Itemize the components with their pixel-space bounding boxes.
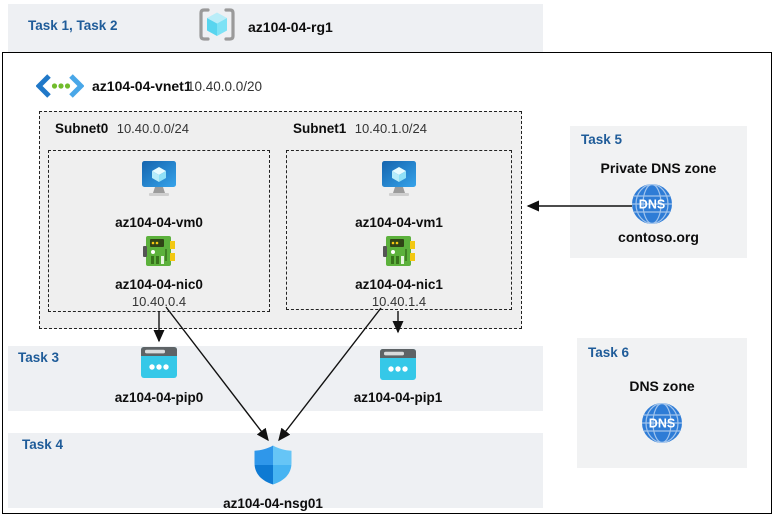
dns-zone-title: DNS zone [629,378,695,394]
pip1-icon [380,349,416,385]
nic1-icon [383,235,415,272]
private-dns-zone-title: Private DNS zone [600,160,717,176]
pip0-icon [141,347,177,383]
subnets-container: Subnet0 10.40.0.0/24 [39,111,522,329]
pip0-name: az104-04-pip0 [114,390,204,405]
svg-text:DNS: DNS [639,198,665,212]
svg-text:DNS: DNS [649,417,675,431]
task6-label: Task 6 [588,345,630,360]
vm0-name: az104-04-vm0 [115,215,203,230]
pip1-group: az104-04-pip1 [338,349,458,405]
nic0-ip: 10.40.0.4 [131,294,187,309]
private-dns-zone-icon: DNS [631,183,673,230]
nsg-icon [252,445,294,490]
task3-band: Task 3 [8,346,543,411]
vnet-name: az104-04-vnet1 [92,78,192,94]
subnet0-box: az104-04-vm0 [48,150,270,312]
task6-panel: Task 6 DNS zone DNS [577,338,747,468]
nic0-name: az104-04-nic0 [115,277,203,292]
resource-group-icon [198,8,236,46]
resource-group-name: az104-04-rg1 [248,19,333,35]
vm1-name: az104-04-vm1 [355,215,443,230]
pip1-name: az104-04-pip1 [353,390,443,405]
nsg-group: az104-04-nsg01 [213,445,333,511]
subnet1-cidr: 10.40.1.0/24 [354,121,428,136]
vm0-icon [141,161,177,207]
task5-panel: Task 5 Private DNS zone DNS contoso.org [570,126,747,258]
vnet-cidr: 10.40.0.0/20 [187,79,263,94]
subnet1-box: az104-04-vm1 [286,150,512,310]
nic1-ip: 10.40.1.4 [371,294,427,309]
task4-label: Task 4 [22,437,64,452]
pip0-group: az104-04-pip0 [99,347,219,405]
subnet1-title: Subnet1 10.40.1.0/24 [293,120,427,138]
private-dns-zone-name: contoso.org [618,229,699,245]
nic0-icon [143,235,175,272]
subnet0-title: Subnet0 10.40.0.0/24 [55,120,189,138]
subnet0-name: Subnet0 [55,121,109,136]
vm1-icon [381,161,417,207]
vnet-icon [35,74,85,103]
diagram-outer-frame [2,52,772,514]
dns-zone-icon: DNS [641,402,683,449]
nic1-name: az104-04-nic1 [355,277,443,292]
task3-label: Task 3 [18,350,60,365]
subnet1-name: Subnet1 [293,121,347,136]
task1-2-band: Task 1, Task 2 az104-04-rg1 [8,4,543,52]
task1-2-label: Task 1, Task 2 [28,18,118,33]
nsg-name: az104-04-nsg01 [223,496,323,511]
task5-label: Task 5 [581,132,623,147]
subnet0-cidr: 10.40.0.0/24 [116,121,190,136]
